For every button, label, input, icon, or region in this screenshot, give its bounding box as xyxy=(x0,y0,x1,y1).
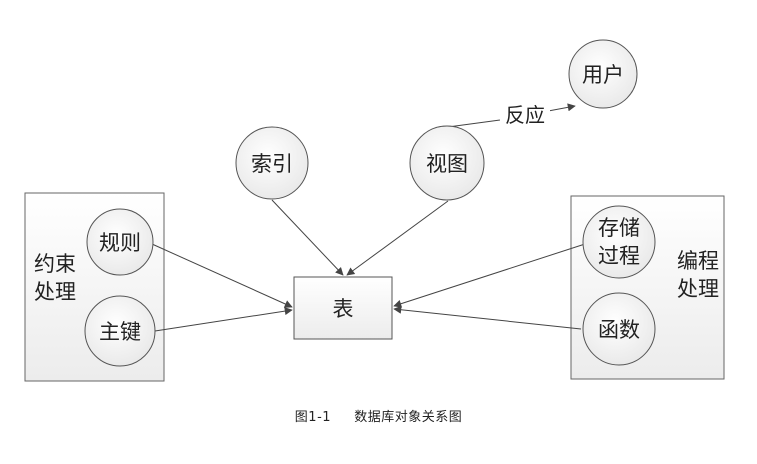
edge-primary-key-table xyxy=(154,307,293,332)
figure-caption: 图1-1 数据库对象关系图 xyxy=(294,410,463,425)
edge-label-bg xyxy=(500,103,550,127)
index-node xyxy=(235,126,309,200)
edge-label-reaction: 反应 xyxy=(505,103,545,127)
edge-view-table xyxy=(346,200,449,276)
programming-group-label-line2: 处理 xyxy=(677,277,719,301)
user-node xyxy=(568,39,638,109)
index-label: 索引 xyxy=(251,152,293,176)
stored-proc-label-line2: 过程 xyxy=(598,244,640,268)
edge-rule-table xyxy=(151,243,293,308)
table-label: 表 xyxy=(333,297,354,321)
edge-stored-proc-table xyxy=(393,243,586,308)
edge-function-table xyxy=(393,305,582,330)
stored-proc-label-line1: 存储 xyxy=(598,216,640,240)
primary-key-node xyxy=(84,295,156,367)
constraint-group-label-line2: 处理 xyxy=(34,280,76,304)
user-label: 用户 xyxy=(582,63,624,87)
rule-node xyxy=(86,208,154,276)
view-label: 视图 xyxy=(426,152,468,176)
constraint-group-label-line1: 约束 xyxy=(34,252,76,276)
edge-index-table xyxy=(271,199,344,276)
stored-proc-node xyxy=(582,205,656,279)
rule-label: 规则 xyxy=(99,231,141,255)
primary-key-label: 主键 xyxy=(99,320,141,344)
view-node xyxy=(409,125,485,201)
function-label: 函数 xyxy=(598,318,640,342)
table-box xyxy=(293,276,393,340)
programming-group-label-line1: 编程 xyxy=(677,249,719,273)
function-node xyxy=(582,292,656,366)
